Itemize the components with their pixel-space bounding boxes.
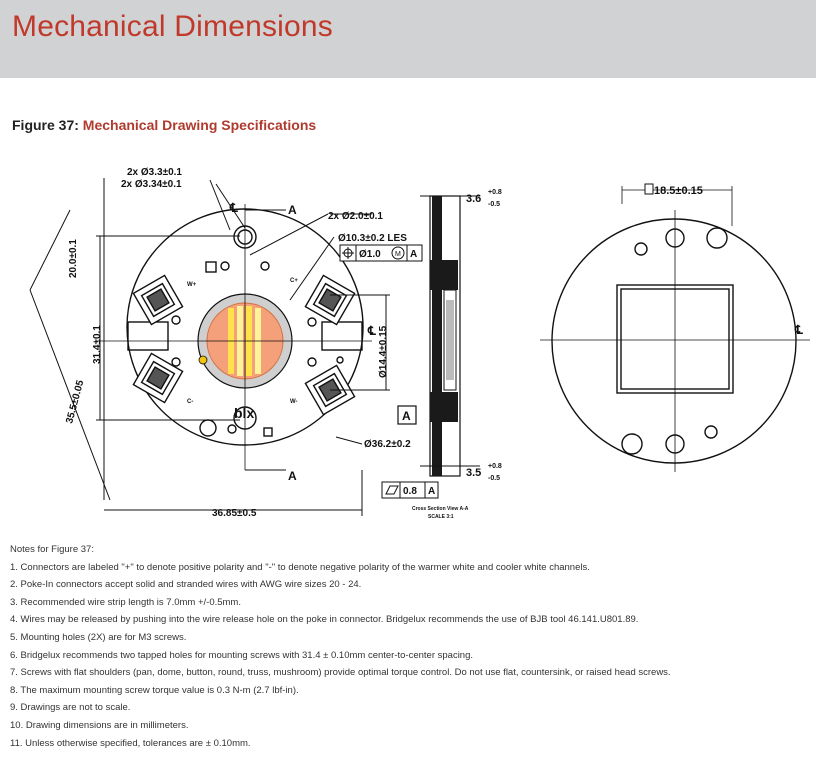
- note-item: 5. Mounting holes (2X) are for M3 screws…: [10, 631, 187, 643]
- position-tolerance-frame: Ø1.0 M A: [339, 244, 423, 262]
- small-hole: [220, 261, 230, 271]
- back-notch-bottom: [621, 433, 643, 455]
- note-item: 8. The maximum mounting screw torque val…: [10, 684, 299, 696]
- test-pad: [205, 261, 217, 273]
- position-ref: A: [410, 249, 417, 260]
- small-hole: [307, 357, 317, 367]
- dia-144: Ø14.4±0.15: [378, 325, 389, 378]
- back-centerline: ℄: [794, 323, 803, 337]
- back-center-lines: [540, 186, 810, 472]
- back-view: [551, 218, 797, 464]
- side-bottom-tol-down: -0.5: [488, 475, 500, 482]
- label-wplus: W+: [187, 282, 197, 288]
- centerline-right: ℄: [367, 324, 376, 338]
- note-item: 10. Drawing dimensions are in millimeter…: [10, 719, 189, 731]
- small-hole: [171, 357, 181, 367]
- note-item: 7. Screws with flat shoulders (pan, dome…: [10, 667, 671, 679]
- drawing-svg: 2x Ø3.3±0.1 2x Ø3.34±0.1 A 2x Ø2.0±0.1 Ø…: [29, 167, 810, 520]
- connector-cplus: [304, 274, 356, 326]
- center-lines: [96, 204, 372, 470]
- side-top: 3.6: [466, 193, 481, 205]
- back-notch-top: [706, 227, 728, 249]
- slot-left: [127, 321, 169, 351]
- label-wminus: W-: [290, 399, 298, 405]
- figure-label: Figure 37:: [12, 117, 79, 133]
- position-mod: M: [395, 251, 401, 258]
- centerline-top: ℄: [229, 201, 238, 215]
- width-3685: 36.85±0.5: [212, 508, 257, 519]
- width-20: 20.0±0.1: [68, 239, 79, 278]
- bridgelux-logo: blx: [234, 405, 254, 421]
- slot-right: [321, 321, 363, 351]
- back-board-outline: [551, 218, 797, 464]
- label-cminus: C-: [187, 399, 193, 405]
- hole-spec-1: 2x Ø3.3±0.1: [127, 167, 182, 178]
- flatness-ref: A: [428, 486, 435, 497]
- side-bottom-tol-up: +0.8: [488, 463, 502, 470]
- outer-diameter: Ø36.2±0.2: [364, 439, 411, 450]
- note-item: 4. Wires may be released by pushing into…: [10, 614, 639, 626]
- small-hole: [307, 317, 317, 327]
- datum-a-bottom: A: [288, 469, 297, 483]
- section-title: Cross Section View A-A: [412, 506, 469, 512]
- flatness: 0.8: [403, 486, 417, 497]
- mounting-hole-bottom-left: [199, 419, 217, 437]
- small-hole: [227, 424, 237, 434]
- notes-section: Notes for Figure 37: 1. Connectors are l…: [10, 541, 671, 752]
- test-pad: [263, 427, 273, 437]
- small-hole: [336, 356, 344, 364]
- side-top-tol-up: +0.8: [488, 189, 502, 196]
- right-dim: 18.5±0.15: [654, 185, 703, 197]
- side-bottom: 3.5: [466, 467, 481, 479]
- side-top-tol-down: -0.5: [488, 201, 500, 208]
- small-holes-spec: 2x Ø2.0±0.1: [328, 211, 383, 222]
- datum-box: A: [402, 409, 411, 423]
- hole-spec-2: 2x Ø3.34±0.1: [121, 179, 182, 190]
- note-item: 11. Unless otherwise specified, toleranc…: [10, 737, 251, 749]
- page-title: Mechanical Dimensions: [12, 10, 334, 43]
- height-314: 31.4±0.1: [92, 325, 103, 364]
- figure-title: Mechanical Drawing Specifications: [82, 117, 317, 133]
- mechanical-drawing: 2x Ø3.3±0.1 2x Ø3.34±0.1 A 2x Ø2.0±0.1 Ø…: [0, 150, 816, 530]
- position-tol: Ø1.0: [359, 249, 381, 260]
- back-small-hole: [634, 242, 648, 256]
- figure-caption: Figure 37: Mechanical Drawing Specificat…: [12, 117, 316, 133]
- small-hole: [171, 315, 181, 325]
- page-header: Mechanical Dimensions: [0, 0, 816, 78]
- diag-355: 35.5±0.05: [64, 379, 86, 425]
- connector-cminus: [132, 352, 184, 404]
- datum-a-top: A: [288, 203, 297, 217]
- connector-wplus: [132, 274, 184, 326]
- side-view: A 0.8 A 3.6 +0.8 -0.5 3.5 +0.8 -0.5 Cros…: [381, 189, 502, 520]
- note-item: 1. Connectors are labeled "+" to denote …: [10, 561, 590, 573]
- back-small-hole: [704, 425, 718, 439]
- note-item: 9. Drawings are not to scale.: [10, 702, 131, 714]
- small-hole: [260, 261, 270, 271]
- les-spec: Ø10.3±0.2 LES: [338, 233, 407, 244]
- note-item: 6. Bridgelux recommends two tapped holes…: [10, 649, 474, 661]
- dimension-lines: [29, 178, 390, 516]
- notes-heading: Notes for Figure 37:: [10, 544, 94, 555]
- note-item: 3. Recommended wire strip length is 7.0m…: [10, 596, 241, 608]
- section-scale: SCALE 3:1: [428, 514, 454, 520]
- label-cplus: C+: [290, 278, 298, 284]
- note-item: 2. Poke-In connectors accept solid and s…: [10, 579, 362, 591]
